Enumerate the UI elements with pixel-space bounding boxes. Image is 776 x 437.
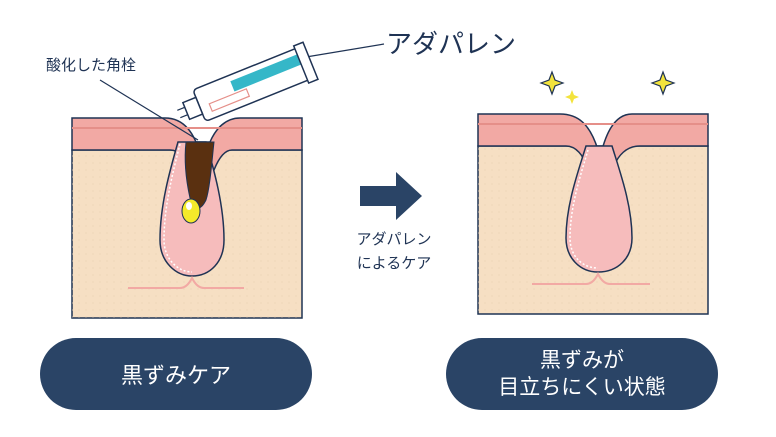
skin-surface-after xyxy=(477,113,709,167)
treatment-label-line2: によるケア xyxy=(356,254,432,272)
treatment-label-line1: アダパレン xyxy=(356,230,432,248)
ointment-tube-icon xyxy=(99,41,385,141)
after-title-line2: 目立ちにくい状態 xyxy=(498,375,666,399)
arrow-right-icon xyxy=(360,172,422,220)
before-state-badge: 黒ずみケア xyxy=(40,338,312,410)
before-title: 黒ずみケア xyxy=(120,364,231,389)
skin-after xyxy=(477,113,709,315)
sparkle-icon xyxy=(539,70,676,104)
after-state-badge: 黒ずみが 目立ちにくい状態 xyxy=(446,338,718,410)
skin-before xyxy=(71,117,303,319)
after-title-line1: 黒ずみが xyxy=(540,347,624,372)
oxidized-plug-label: 酸化した角栓 xyxy=(46,56,137,74)
sebum-drop xyxy=(181,198,201,224)
adapalene-label: アダパレン xyxy=(386,30,517,60)
